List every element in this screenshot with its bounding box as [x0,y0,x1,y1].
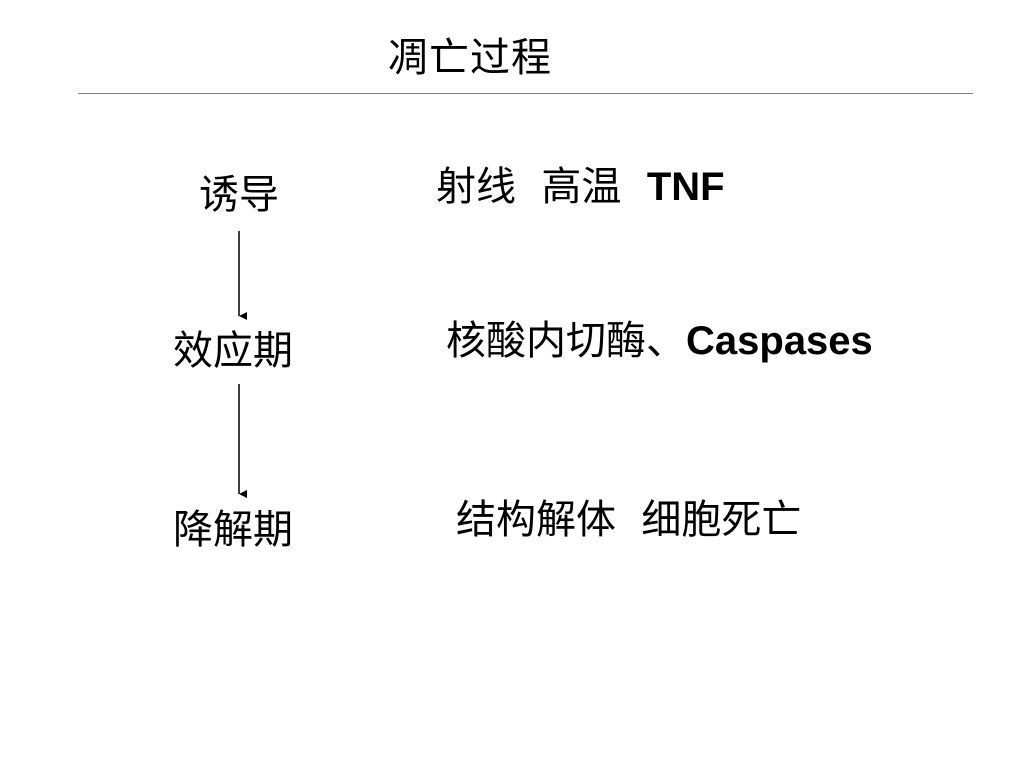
stage-detail-effector: 核酸内切酶、Caspases [446,316,873,366]
title-divider [78,93,973,94]
stage-detail-induction: 射线 高温 TNF [436,162,725,212]
detail-text-cn: 射线 高温 [436,164,647,210]
stage-label-effector: 效应期 [173,328,293,374]
slide-title: 凋亡过程 [388,35,552,81]
stage-detail-degradation: 结构解体 细胞死亡 [456,495,801,545]
stage-label-induction: 诱导 [199,172,279,218]
detail-text-latin: Caspases [686,319,873,363]
detail-text-cn: 结构解体 细胞死亡 [456,497,802,543]
detail-text-cn: 核酸内切酶、 [446,318,686,364]
stage-label-degradation: 降解期 [173,507,293,553]
detail-text-latin: TNF [646,165,725,209]
